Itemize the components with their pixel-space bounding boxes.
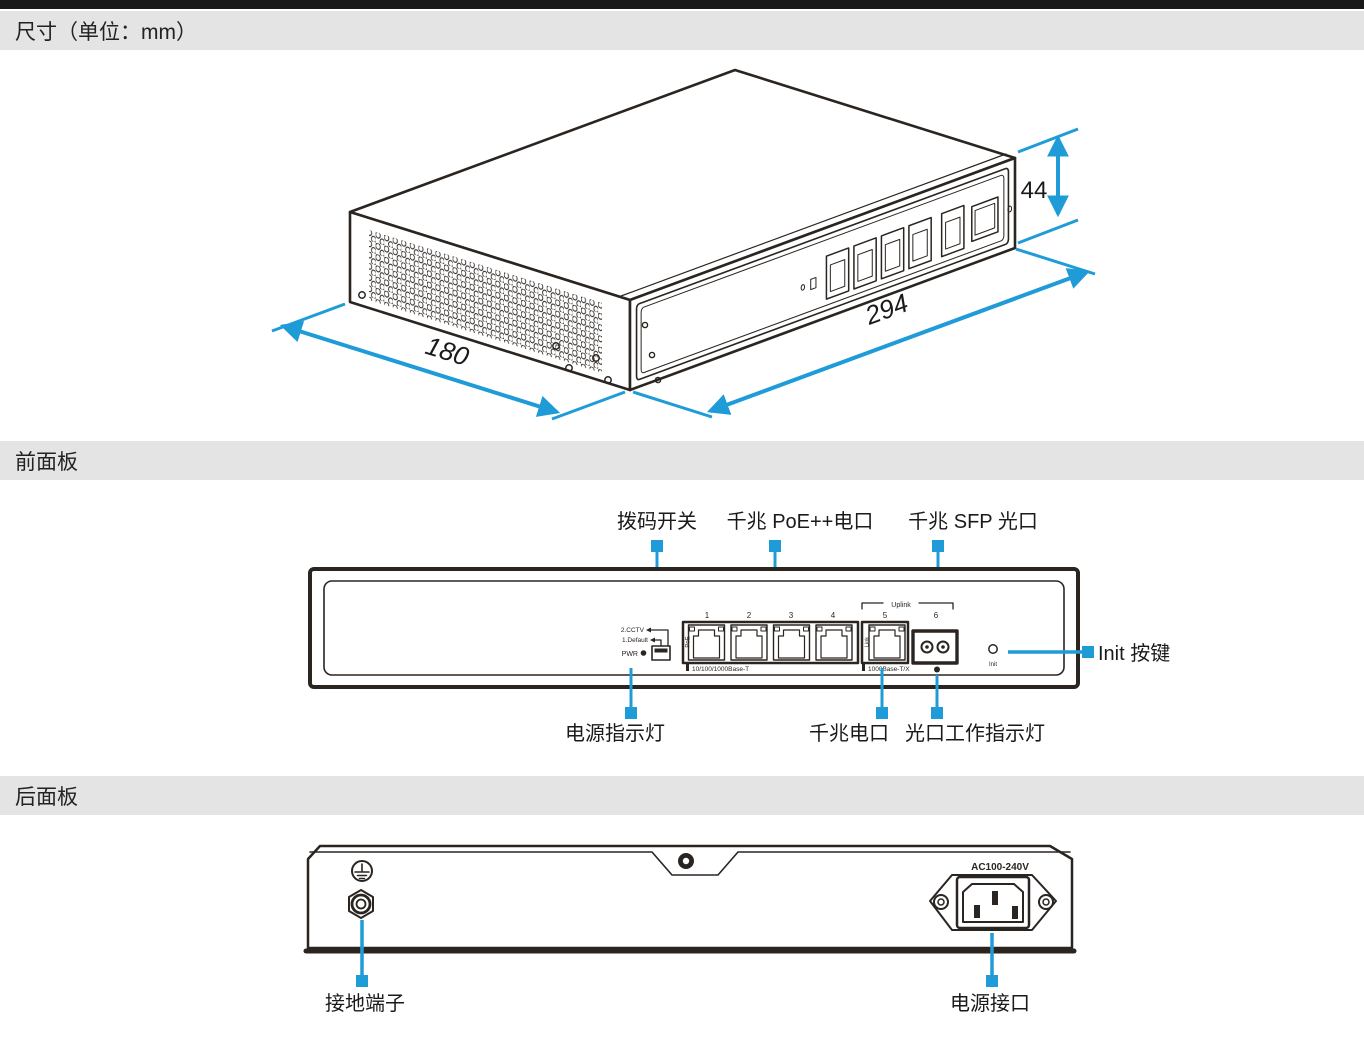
bank2-standard: 1000Base-T/X: [868, 666, 910, 673]
rear-center-screw: [678, 853, 694, 869]
label-init-button: Init 按键: [1098, 642, 1170, 665]
pwr-label: PWR: [622, 651, 638, 658]
leader-power-inlet: [986, 933, 998, 987]
port-number-3: 3: [789, 611, 794, 620]
inlet-pin-left: [974, 905, 980, 918]
pwr-led-dot: [640, 650, 647, 656]
dip-arrow-1: [650, 637, 655, 643]
label-ground-terminal: 接地端子: [325, 992, 405, 1015]
port-number-1: 1: [705, 611, 710, 620]
leader-power-led: [625, 668, 637, 719]
section-bar-dimensions: 尺寸（单位：mm）: [0, 11, 1364, 50]
label-power-led: 电源指示灯: [565, 722, 665, 745]
bank2-tick: [862, 664, 865, 671]
rj45-jacks-1-4: [687, 624, 853, 661]
init-button: Init: [988, 644, 998, 668]
power-led: PWR: [622, 650, 647, 658]
dimension-height-value: 44: [1021, 177, 1048, 204]
sfp-cage: 6: [911, 611, 959, 673]
dip-option-2: 2.CCTV: [621, 627, 645, 634]
uplink-group-label: Uplink: [861, 602, 954, 610]
section-title-rear-panel: 后面板: [15, 785, 78, 809]
isometric-view-drawing: 44 294 180: [271, 68, 1096, 421]
inlet-pin-right: [1012, 906, 1018, 919]
section-bar-rear-panel: 后面板: [0, 776, 1364, 815]
bank1-tick: [686, 664, 689, 671]
port-number-5: 5: [883, 611, 888, 620]
dip-option-1: 1.Default: [622, 637, 648, 644]
dip-arrow-2: [646, 627, 651, 633]
section-title-front-panel: 前面板: [15, 450, 78, 474]
iso-init-hole: [1008, 205, 1012, 212]
rear-chassis: [306, 844, 1074, 950]
ground-symbol: [351, 860, 373, 882]
label-sfp-port: 千兆 SFP 光口: [908, 510, 1038, 533]
link-side-label: Link: [865, 637, 871, 647]
section-title-dimensions: 尺寸（单位：mm）: [15, 20, 197, 44]
sfp-status-led: [934, 666, 940, 673]
power-inlet: [929, 874, 1057, 931]
init-hole: [988, 644, 998, 654]
leader-ge-port: [876, 668, 888, 719]
init-small-label: Init: [989, 662, 997, 668]
port-number-4: 4: [831, 611, 836, 620]
label-optical-led: 光口工作指示灯: [905, 722, 1045, 745]
port-number-6: 6: [934, 611, 939, 620]
leader-ground-terminal: [356, 920, 368, 987]
uplink-rj45-port: 5 Link 1000Base-T/X: [860, 611, 910, 673]
bank1-standard: 10/100/1000Base-T: [692, 666, 749, 673]
top-black-strip: [0, 0, 1364, 9]
dip-switch-body: [651, 645, 671, 661]
iso-sfp-port: [972, 197, 998, 241]
rear-panel-drawing: AC100-240V 接地端子 电源接口: [303, 844, 1077, 1015]
iso-top-seam: [620, 153, 1007, 297]
poe-port-block: 1 2 3 4 PoE: [681, 611, 860, 673]
dimension-height: 44: [1017, 127, 1079, 245]
ac-rating-label: AC100-240V: [971, 862, 1029, 873]
leader-init-button: [1008, 646, 1094, 658]
label-power-inlet: 电源接口: [950, 992, 1030, 1015]
ground-terminal: [348, 889, 374, 919]
uplink-label: Uplink: [891, 602, 911, 609]
port-number-2: 2: [747, 611, 752, 620]
label-ge-port: 千兆电口: [809, 722, 889, 745]
inlet-pin-earth: [992, 891, 998, 905]
front-panel-drawing: 拨码开关 千兆 PoE++电口 千兆 SFP 光口 2.CCTV 1.Defau…: [308, 510, 1170, 745]
rear-top-seam: [309, 851, 1071, 876]
dip-switch-knob: [654, 648, 668, 653]
leader-optical-led: [931, 675, 943, 719]
section-bar-front-panel: 前面板: [0, 441, 1364, 480]
dip-switch: 2.CCTV 1.Default: [621, 627, 671, 661]
label-dip-switch: 拨码开关: [617, 510, 697, 533]
front-faceplate: [323, 580, 1065, 676]
label-poe-ports: 千兆 PoE++电口: [727, 510, 874, 533]
